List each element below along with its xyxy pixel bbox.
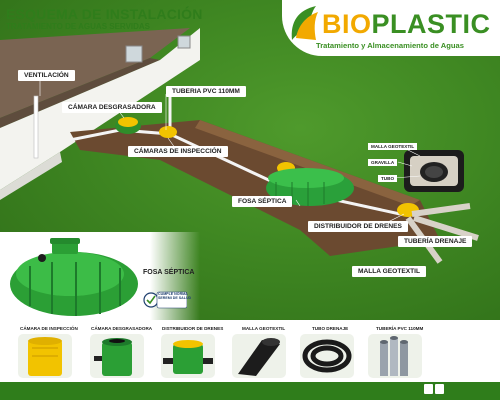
label-camara-desgrasadora: CÁMARA DESGRASADORA	[62, 102, 162, 113]
certification-badge-icon	[143, 291, 187, 309]
septic-tank-product-image	[10, 238, 138, 316]
tag-gravilla: GRAVILLA	[368, 159, 398, 166]
drain-distributor-image	[161, 334, 215, 378]
product-caption: TUBO DRENAJE	[312, 326, 349, 331]
label-tuberia-drenaje: TUBERÍA DRENAJE	[398, 236, 473, 247]
tag-tubo: TUBO	[378, 175, 398, 182]
brand-name-part2: PLASTIC	[371, 9, 491, 39]
website-link[interactable]: www.bioplastic.cl	[414, 3, 490, 13]
certification-text: CUMPLE NORMA SEREMI DE SALUD	[158, 292, 191, 301]
label-camaras-inspeccion: CÁMARAS DE INSPECCIÓN	[128, 146, 228, 157]
certification-logos-icon	[424, 384, 444, 394]
brand-tagline: Tratamiento y Almacenamiento de Aguas	[316, 41, 464, 50]
geotextile-roll-image	[232, 334, 286, 378]
product-label: FOSA SÉPTICA	[143, 269, 195, 276]
label-malla-geotextil: MALLA GEOTEXTIL	[352, 266, 427, 277]
drain-pipe	[411, 203, 471, 217]
poster-subtitle: TRATAMIENTO DE AGUAS SERVIDAS	[6, 22, 151, 31]
brand-name-part1: BIO	[322, 9, 372, 39]
bioplastic-logo-icon	[291, 6, 318, 40]
tag-malla-geotextil: MALLA GEOTEXTIL	[368, 143, 418, 150]
grease-trap-image	[90, 334, 144, 378]
brand-logo-panel	[282, 0, 500, 56]
certification-line1: CUMPLE NORMA	[158, 292, 188, 296]
inspection-chamber	[159, 126, 177, 138]
product-caption: TUBERÍA PVC 110MM	[376, 326, 424, 331]
house-window	[125, 45, 143, 63]
vent-pipe	[33, 95, 39, 159]
footer-bar	[0, 382, 500, 400]
certification-line2: SEREMI DE SALUD	[158, 296, 192, 301]
product-caption: DISTRIBUIDOR DE DRENES	[162, 326, 224, 331]
label-distribuidor-drenes: DISTRIBUIDOR DE DRENES	[308, 221, 408, 232]
product-caption: CÁMARA DESGRASADORA	[91, 326, 153, 331]
label-tuberia-pvc: TUBERIA PVC 110MM	[166, 86, 246, 97]
inspection-chamber-image	[18, 334, 72, 378]
label-ventilacion: VENTILACIÓN	[18, 70, 75, 81]
drain-pipe-image	[300, 334, 354, 378]
pvc-pipes-image	[368, 334, 422, 378]
poster-title: ESQUEMA DE INSTALACIÓN	[6, 6, 203, 22]
product-caption: CÁMARA DE INSPECCIÓN	[20, 326, 78, 331]
brand-name: BIOPLASTIC	[322, 9, 491, 40]
label-fosa-septica: FOSA SÉPTICA	[232, 196, 293, 207]
product-caption: MALLA GEOTEXTIL	[242, 326, 286, 331]
